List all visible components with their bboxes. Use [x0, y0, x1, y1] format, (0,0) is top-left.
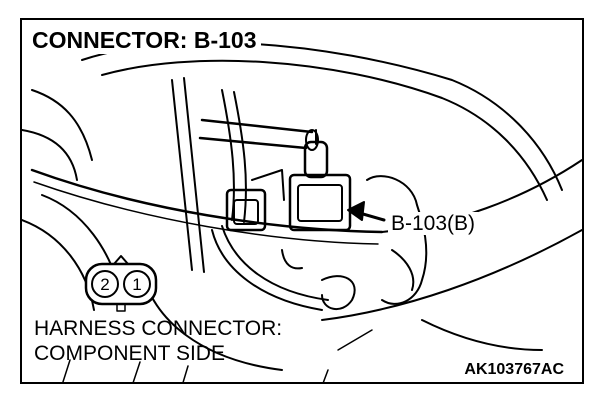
harness-main — [211, 229, 323, 311]
harness-connector-key — [113, 255, 129, 265]
hatch-2 — [132, 361, 141, 382]
right-bracket-2 — [391, 249, 415, 291]
right-bracket — [366, 175, 428, 305]
harness-branch — [281, 249, 303, 270]
tube-cross-2 — [198, 136, 308, 150]
pin-1-circle — [123, 270, 151, 298]
connector-face — [297, 184, 343, 222]
hatch-1 — [62, 359, 71, 382]
hose-upper-inner — [101, 59, 548, 201]
harness-connector-symbol — [84, 255, 158, 312]
tube-end — [305, 129, 319, 151]
left-bracket — [31, 89, 93, 161]
hatch-3 — [182, 365, 189, 382]
connector-callout-label: B-103(B) — [388, 212, 479, 235]
harness-clip — [321, 275, 356, 310]
body-curve-right-2 — [321, 229, 582, 321]
pin-2-label: 2 — [100, 275, 110, 294]
harness-connector-tab — [116, 303, 126, 312]
left-housing-2 — [22, 219, 95, 311]
pipe-mid-2 — [233, 91, 247, 223]
diagram-frame: CONNECTOR: B-103 B-103(B) 2 1 HARNESS CO… — [20, 18, 584, 384]
left-bracket-2 — [22, 129, 78, 181]
view-caption-line2: COMPONENT SIDE — [34, 342, 225, 365]
mating-connector-face — [233, 199, 259, 225]
cable-diagonal-2 — [33, 181, 379, 245]
caption-leader — [337, 329, 373, 351]
mating-lock — [251, 169, 285, 201]
figure-code: AK103767AC — [464, 361, 564, 378]
tube-cross — [200, 118, 314, 134]
bottom-curve-2 — [421, 319, 543, 351]
harness-main-2 — [221, 225, 329, 301]
pipe-left-2 — [183, 77, 205, 273]
callout-arrowhead — [347, 201, 365, 221]
view-caption-line1: HARNESS CONNECTOR: — [34, 317, 283, 340]
hatch-4 — [322, 369, 329, 382]
pin-2-circle — [91, 270, 119, 298]
pipe-left — [171, 79, 193, 271]
pin-1-label: 1 — [132, 275, 142, 294]
connector-body — [288, 173, 352, 232]
engine-bay-illustration — [22, 41, 582, 382]
mating-connector — [225, 188, 267, 232]
diagram-title: CONNECTOR: B-103 — [30, 28, 261, 54]
